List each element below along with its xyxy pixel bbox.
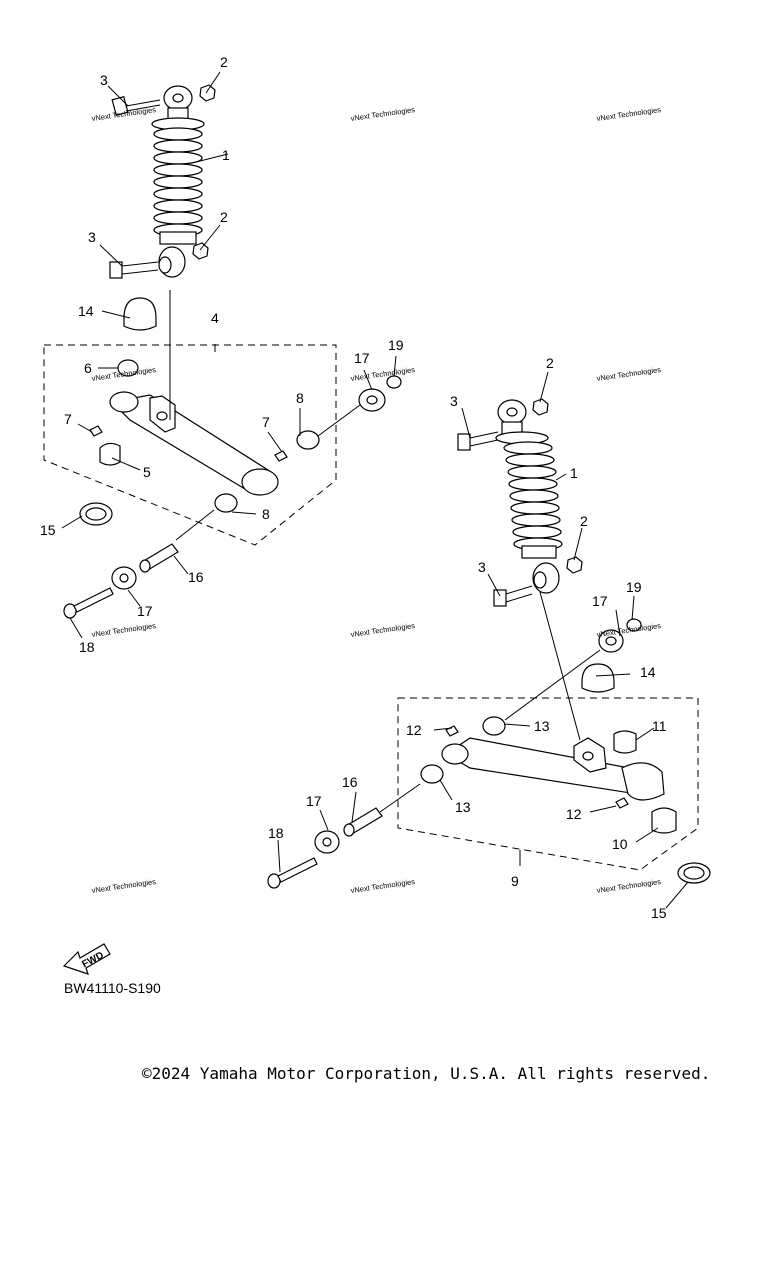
callout-3-left-upper: 3 — [100, 72, 108, 88]
callout-10: 10 — [612, 836, 628, 852]
callout-3-right-upper: 3 — [450, 393, 458, 409]
nut-2-upper — [199, 84, 216, 102]
svg-text:vNext Technologies: vNext Technologies — [350, 105, 416, 123]
nut-2-lower — [192, 242, 209, 260]
callout-15-left: 15 — [40, 522, 56, 538]
bolt-3-right-lower — [493, 585, 533, 607]
callout-2-left-lower: 2 — [220, 209, 228, 225]
callout-14-left: 14 — [78, 303, 94, 319]
watermark: vNext Technologies — [350, 105, 416, 123]
watermark: vNext Technologies — [350, 621, 416, 639]
swing-arm-left — [109, 290, 279, 496]
bushing-5 — [99, 442, 121, 466]
callout-15-right: 15 — [651, 905, 667, 921]
grease-nipple-7a — [89, 425, 103, 437]
grease-nipple-12b — [615, 797, 629, 809]
callout-2-right-upper: 2 — [546, 355, 554, 371]
watermark: vNext Technologies — [596, 877, 662, 895]
bolt-18-left — [63, 587, 114, 619]
watermark: vNext Technologies — [91, 877, 157, 895]
grease-nipple-7b — [274, 450, 288, 462]
callout-16-left: 16 — [188, 569, 204, 585]
bolt-18-right — [267, 857, 318, 889]
svg-text:vNext Technologies: vNext Technologies — [91, 877, 157, 895]
svg-text:vNext Technologies: vNext Technologies — [350, 877, 416, 895]
callout-13-upper: 13 — [534, 718, 550, 734]
cap-19-right — [626, 618, 642, 632]
collar-13-upper — [482, 716, 506, 736]
svg-text:vNext Technologies: vNext Technologies — [350, 365, 416, 383]
watermark: vNext Technologies — [350, 365, 416, 383]
callout-17-left-lower: 17 — [137, 603, 153, 619]
callout-9: 9 — [511, 873, 519, 889]
callout-12-right-b: 12 — [566, 806, 582, 822]
shock-absorber-1-right — [495, 399, 563, 594]
bushing-10 — [651, 807, 677, 834]
callout-3-left-lower: 3 — [88, 229, 96, 245]
callout-17-left-upper: 17 — [354, 350, 370, 366]
cap-14-right — [581, 663, 615, 693]
callout-7-left-a: 7 — [64, 411, 72, 427]
callout-4: 4 — [211, 310, 219, 326]
callout-1-right: 1 — [570, 465, 578, 481]
cap-19-left — [386, 375, 402, 389]
left-assembly: 1 2 2 3 3 4 5 6 7 7 8 8 14 15 16 17 17 1… — [40, 54, 404, 655]
shock-absorber-1 — [151, 85, 205, 278]
nut-2-right-upper — [532, 398, 549, 416]
watermark: vNext Technologies — [596, 105, 662, 123]
bushing-11 — [613, 730, 637, 754]
swing-arm-right — [441, 591, 665, 801]
svg-text:vNext Technologies: vNext Technologies — [596, 877, 662, 895]
callout-11: 11 — [652, 718, 667, 734]
callout-12-right-a: 12 — [406, 722, 422, 738]
group-box-4 — [43, 344, 337, 546]
callout-17-right-lower: 17 — [306, 793, 322, 809]
callout-14-right: 14 — [640, 664, 656, 680]
svg-text:vNext Technologies: vNext Technologies — [596, 105, 662, 123]
bolt-3-lower — [109, 261, 159, 279]
callout-19-left: 19 — [388, 337, 404, 353]
bolt-3-right-upper — [457, 431, 499, 451]
callout-5: 5 — [143, 464, 151, 480]
grease-nipple-12a — [445, 725, 459, 737]
callout-17-right-upper: 17 — [592, 593, 608, 609]
cap-14-left — [123, 297, 157, 331]
watermark: vNext Technologies — [350, 877, 416, 895]
copyright-notice: ©2024 Yamaha Motor Corporation, U.S.A. A… — [142, 1064, 710, 1083]
fwd-arrow-icon: FWD — [62, 943, 111, 975]
callout-19-right: 19 — [626, 579, 642, 595]
callout-18-left: 18 — [79, 639, 95, 655]
callout-6: 6 — [84, 360, 92, 376]
callout-13-lower: 13 — [455, 799, 471, 815]
nut-2-right-lower — [566, 556, 583, 574]
collar-8-lower — [214, 493, 238, 513]
watermark: vNext Technologies — [91, 621, 157, 639]
callout-8-upper: 8 — [296, 390, 304, 406]
right-assembly: 1 2 2 3 3 9 10 11 12 12 13 13 14 15 16 1… — [267, 355, 711, 921]
callout-7-left-b: 7 — [262, 414, 270, 430]
callout-2-right-lower: 2 — [580, 513, 588, 529]
svg-text:vNext Technologies: vNext Technologies — [350, 621, 416, 639]
callout-18-right: 18 — [268, 825, 284, 841]
callout-8-lower: 8 — [262, 506, 270, 522]
collar-13-lower — [420, 764, 444, 784]
collar-8-upper — [296, 430, 320, 450]
group-box-9 — [397, 697, 699, 871]
callout-1-left: 1 — [222, 147, 230, 163]
diagram-code: BW41110-S190 — [64, 980, 161, 996]
callout-16-right: 16 — [342, 774, 358, 790]
watermark: vNext Technologies — [596, 365, 662, 383]
callout-2-left-upper: 2 — [220, 54, 228, 70]
callout-3-right-lower: 3 — [478, 559, 486, 575]
svg-text:vNext Technologies: vNext Technologies — [596, 365, 662, 383]
fwd-label: FWD — [80, 950, 105, 970]
svg-text:vNext Technologies: vNext Technologies — [91, 621, 157, 639]
